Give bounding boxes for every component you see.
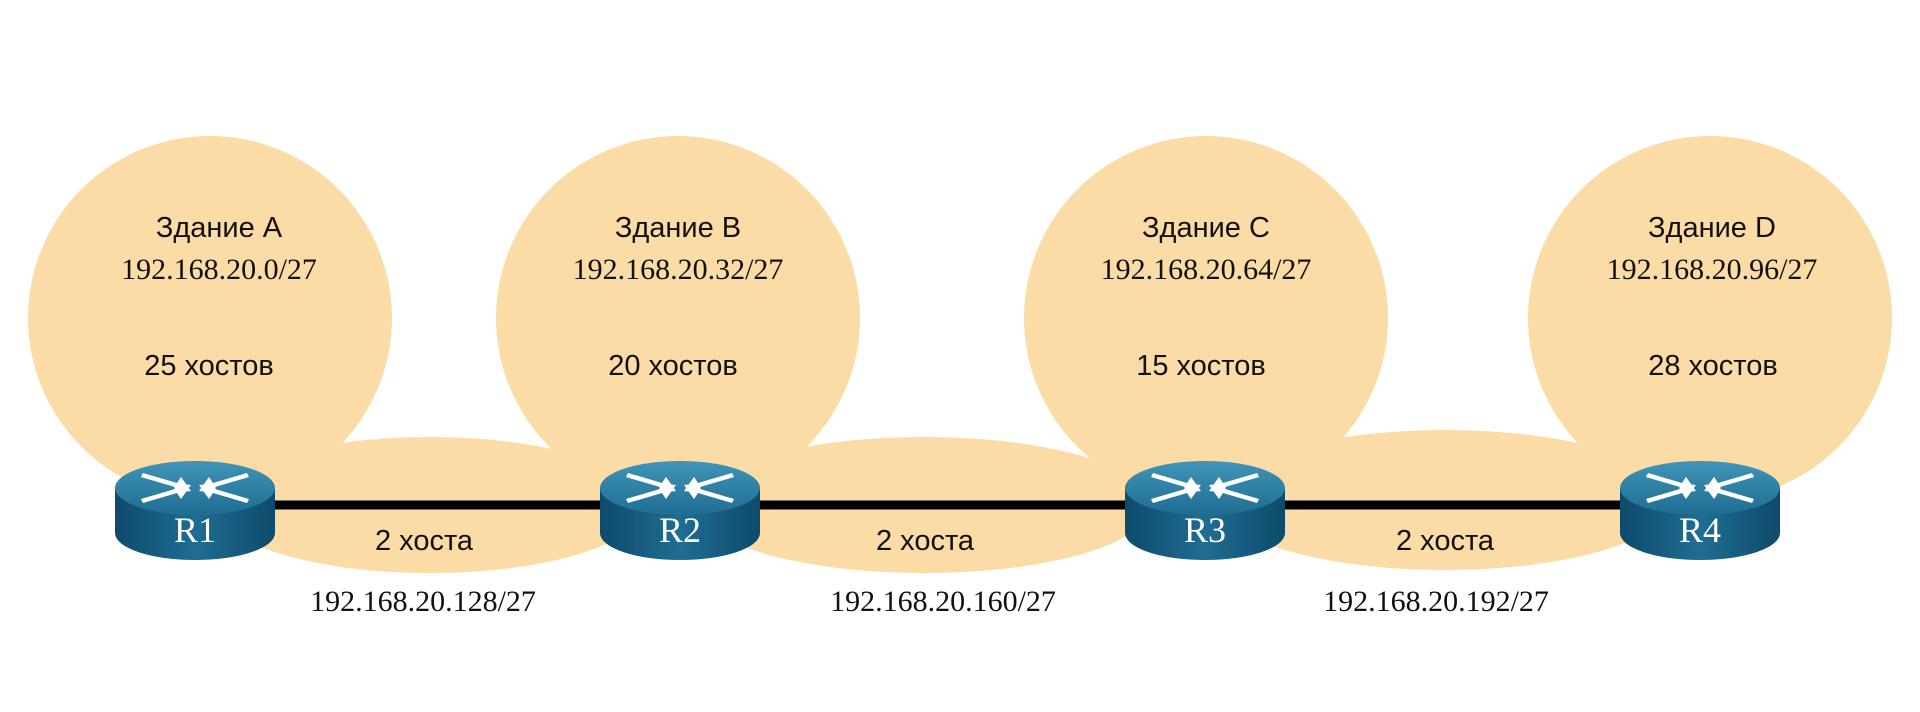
link-2-subnet: 192.168.20.160/27: [830, 585, 1056, 618]
router-icon: [1125, 461, 1285, 560]
building-b-name: Здание B: [615, 212, 741, 244]
building-a-name: Здание A: [156, 212, 283, 244]
building-b-subnet: 192.168.20.32/27: [573, 253, 784, 286]
building-labels: Здание A 192.168.20.0/27 25 хостов Здани…: [121, 212, 1817, 382]
building-areas: [28, 136, 1892, 500]
building-area-d: [1528, 136, 1892, 500]
building-d-hosts: 28 хостов: [1648, 350, 1778, 382]
router-icon: [600, 461, 760, 560]
router-r1-label: R1: [174, 510, 216, 550]
building-a-hosts: 25 хостов: [144, 350, 274, 382]
building-b-hosts: 20 хостов: [608, 350, 738, 382]
router-r2[interactable]: R2: [600, 461, 760, 560]
router-r3[interactable]: R3: [1125, 461, 1285, 560]
router-r2-label: R2: [659, 510, 701, 550]
building-area-c: [1024, 136, 1388, 500]
router-icon: [1620, 461, 1780, 560]
building-d-subnet: 192.168.20.96/27: [1607, 253, 1818, 286]
building-d-name: Здание D: [1648, 212, 1776, 244]
router-r1[interactable]: R1: [115, 461, 275, 560]
link-3-hosts: 2 хоста: [1396, 525, 1495, 557]
router-r4[interactable]: R4: [1620, 461, 1780, 560]
link-3-subnet: 192.168.20.192/27: [1323, 585, 1549, 618]
router-r3-label: R3: [1184, 510, 1226, 550]
link-1-subnet: 192.168.20.128/27: [310, 585, 536, 618]
link-labels: 2 хоста 192.168.20.128/27 2 хоста 192.16…: [310, 525, 1549, 618]
routers: R1 R2: [115, 461, 1780, 560]
building-c-hosts: 15 хостов: [1136, 350, 1266, 382]
building-c-subnet: 192.168.20.64/27: [1101, 253, 1312, 286]
router-icon: [115, 461, 275, 560]
link-1-hosts: 2 хоста: [375, 525, 474, 557]
building-area-a: [28, 136, 392, 500]
router-r4-label: R4: [1679, 510, 1721, 550]
building-c-name: Здание C: [1142, 212, 1270, 244]
building-area-b: [496, 136, 860, 500]
link-2-hosts: 2 хоста: [876, 525, 975, 557]
building-a-subnet: 192.168.20.0/27: [121, 253, 317, 286]
link-area-3: [1217, 430, 1673, 570]
